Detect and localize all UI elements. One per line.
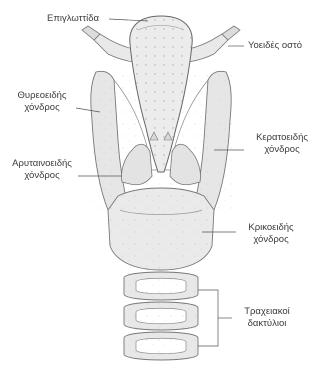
label-epiglottis: Επιγλωττίδα bbox=[47, 13, 99, 25]
label-arytenoid-line2: χόνδρος bbox=[6, 170, 78, 182]
tracheal-rings bbox=[124, 272, 198, 362]
label-thyroid-line2: χόνδρος bbox=[10, 102, 74, 114]
label-tracheal-line1: Τραχειακοί bbox=[234, 306, 300, 318]
label-cricoid-line2: χόνδρος bbox=[238, 234, 304, 246]
label-corniculate-line2: χόνδρος bbox=[248, 144, 316, 156]
cricoid-cartilage bbox=[108, 188, 214, 270]
tracheal-ring-3 bbox=[124, 332, 198, 362]
tracheal-ring-1 bbox=[124, 272, 198, 302]
label-arytenoid-line1: Αρυταινοειδής bbox=[6, 158, 78, 170]
label-cricoid-line1: Κρικοειδής bbox=[238, 222, 304, 234]
label-hyoid: Υοειδές οστό bbox=[248, 40, 302, 52]
label-tracheal: Τραχειακοί δακτύλιοι bbox=[234, 306, 300, 330]
label-thyroid: Θυρεοειδής χόνδρος bbox=[10, 90, 74, 114]
label-cricoid: Κρικοειδής χόνδρος bbox=[238, 222, 304, 246]
tracheal-ring-2 bbox=[124, 302, 198, 332]
label-thyroid-line1: Θυρεοειδής bbox=[10, 90, 74, 102]
label-tracheal-line2: δακτύλιοι bbox=[234, 318, 300, 330]
label-arytenoid: Αρυταινοειδής χόνδρος bbox=[6, 158, 78, 182]
label-corniculate-line1: Κερατοειδής bbox=[248, 132, 316, 144]
label-corniculate: Κερατοειδής χόνδρος bbox=[248, 132, 316, 156]
leader-tracheal-bracket bbox=[198, 290, 218, 346]
